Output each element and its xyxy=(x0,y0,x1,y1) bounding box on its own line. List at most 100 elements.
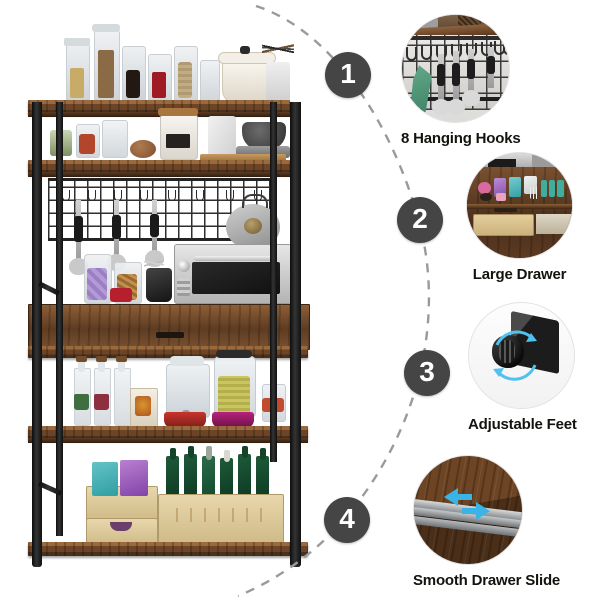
shelf-second xyxy=(28,160,290,174)
pan-center xyxy=(244,218,262,234)
wine-bottle-3 xyxy=(202,456,215,498)
goods-dark-bowl xyxy=(479,192,493,202)
product-photo xyxy=(18,16,310,567)
feature-3-image xyxy=(468,302,575,409)
mesh-rail-bottom xyxy=(48,238,274,241)
shelf-fourth-edge xyxy=(28,438,308,443)
frame-post-right-back xyxy=(270,102,277,462)
microwave-buttons xyxy=(177,278,190,296)
step-badge-4: 4 xyxy=(324,497,370,543)
photo-utensil-1 xyxy=(432,53,451,115)
jar-lid xyxy=(64,38,90,46)
step-badge-1: 1 xyxy=(325,52,371,98)
photo-hook-1 xyxy=(406,47,418,62)
hanging-utensil-1 xyxy=(69,200,88,275)
bottle-2-cap xyxy=(96,356,107,362)
step-badge-3: 3 xyxy=(404,350,450,396)
step-badge-1-number: 1 xyxy=(340,58,356,89)
large-jar-lid xyxy=(216,350,252,358)
feature-drawer-slide: Smooth Drawer Slide xyxy=(413,455,560,589)
jar-tall-content xyxy=(98,50,114,98)
feature-adjustable-feet: Adjustable Feet xyxy=(468,302,577,433)
hook-6 xyxy=(196,190,204,201)
feature-4-image xyxy=(413,455,523,565)
bottle-2-label xyxy=(94,394,109,410)
frame-post-left-front xyxy=(32,102,42,564)
hook-1 xyxy=(62,190,70,201)
photo-utensil-2 xyxy=(447,51,466,115)
shelf-second-edge xyxy=(28,172,290,177)
jar-small xyxy=(200,60,220,104)
feature-1-caption: 8 Hanging Hooks xyxy=(401,130,521,147)
snack-packet-purple xyxy=(120,460,148,496)
dispenser-lid xyxy=(170,356,204,366)
drawer-handle[interactable] xyxy=(156,332,184,338)
rotation-arrows-icon xyxy=(493,330,537,381)
photo-hook-8 xyxy=(502,40,509,55)
shelf-top xyxy=(28,100,290,114)
canister-label xyxy=(166,134,190,148)
wine-bottle-2-neck xyxy=(188,446,194,458)
hanging-towel xyxy=(410,65,432,113)
large-drawer-face[interactable] xyxy=(28,304,310,350)
feature-1-image xyxy=(401,14,510,123)
drawer-handle-photo xyxy=(494,207,518,212)
canister-lid-wood xyxy=(158,108,198,116)
crate-engraving xyxy=(170,508,270,522)
wine-bottle-2 xyxy=(184,454,197,498)
utensil-holder-small xyxy=(144,252,164,274)
bottle-3-neck xyxy=(118,360,125,372)
jar-beans-content xyxy=(178,62,192,98)
step-badge-3-number: 3 xyxy=(419,356,435,387)
feature-hanging-hooks: 8 Hanging Hooks xyxy=(401,14,521,147)
bottle-3-cap xyxy=(116,356,127,362)
wine-bottle-6 xyxy=(256,456,269,498)
goods-box-purple xyxy=(494,178,506,198)
frame-foot-right xyxy=(290,560,301,567)
large-jar-content xyxy=(218,376,250,414)
wine-bottle-4-neck xyxy=(224,450,230,462)
wine-bottle-1 xyxy=(166,456,179,498)
microwave-knob xyxy=(178,260,190,272)
goods-sticks xyxy=(530,186,539,200)
utensil-crock xyxy=(266,62,290,102)
drawer-side-photo xyxy=(536,213,572,234)
goods-cup-pink xyxy=(477,182,492,194)
bottle-2-neck xyxy=(98,360,105,372)
open-drawer-photo xyxy=(473,213,535,236)
bottle-1-cap xyxy=(76,356,87,362)
jar-red-content xyxy=(152,72,166,98)
goods-tube-1 xyxy=(540,180,547,198)
bottle-3 xyxy=(114,368,131,426)
jar-dark-content xyxy=(126,70,140,98)
pot-knob xyxy=(240,46,250,54)
mesh-rail-top xyxy=(48,178,274,181)
photo-utensil-4 xyxy=(486,47,495,88)
canister-white-tall xyxy=(208,116,236,158)
utensils xyxy=(262,28,294,68)
frame-post-right-front xyxy=(290,102,301,564)
photo-hook-2 xyxy=(421,46,433,61)
bottle-1-neck xyxy=(78,360,85,372)
hook-7 xyxy=(226,190,234,201)
frame-foot-left xyxy=(32,560,42,567)
jar-preserve-content xyxy=(79,134,95,154)
step-badge-2-number: 2 xyxy=(412,203,428,234)
tin-canister-art xyxy=(135,396,151,416)
jar-grain xyxy=(70,68,84,98)
jar-tall-lid xyxy=(92,24,120,32)
photo-utensil-3 xyxy=(462,49,481,107)
hanging-utensil-3 xyxy=(145,200,164,267)
hook-4 xyxy=(140,190,148,201)
shelf-bottom xyxy=(28,542,308,556)
wine-bottle-5 xyxy=(238,454,251,498)
crate-cutout-handle xyxy=(110,522,132,531)
goods-tube-3 xyxy=(557,180,564,198)
feature-2-image xyxy=(466,152,573,259)
bottle-1-label xyxy=(74,394,89,410)
wine-bottle-5-neck xyxy=(242,446,248,458)
pan-handle xyxy=(242,194,268,208)
hook-2 xyxy=(88,190,96,201)
beverage-dispenser xyxy=(166,364,210,418)
